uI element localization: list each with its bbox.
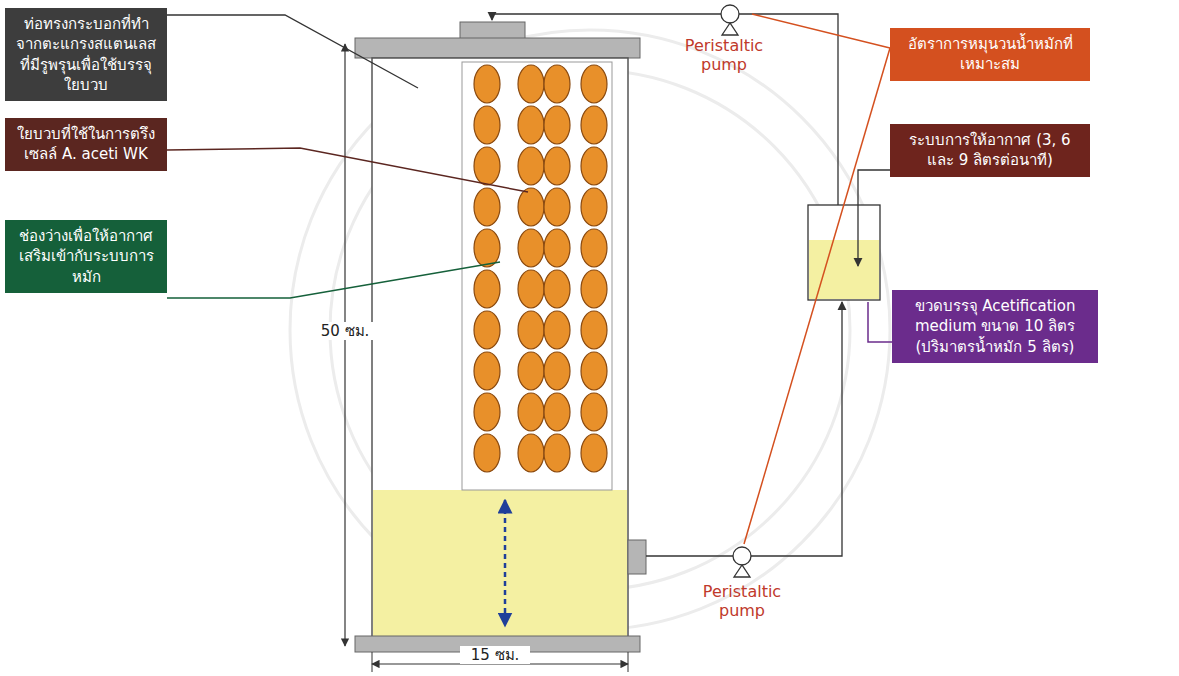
- loofah-sponge: [544, 65, 570, 103]
- dimension-label: 50 ซม.: [312, 322, 378, 340]
- loofah-sponge: [518, 393, 544, 431]
- callout-box: ขวดบรรจุ Acetification medium ขนาด 10 ลิ…: [892, 290, 1098, 363]
- callout-box: ท่อทรงกระบอกที่ทำจากตะแกรงสแตนเลสที่มีรู…: [5, 8, 167, 101]
- loofah-sponge: [474, 393, 500, 431]
- callout-box: อัตราการหมุนวนน้ำหมักที่เหมาะสม: [890, 28, 1090, 81]
- loofah-sponge: [544, 434, 570, 472]
- loofah-sponge: [544, 393, 570, 431]
- loofah-sponge: [518, 434, 544, 472]
- loofah-sponge: [518, 229, 544, 267]
- loofah-sponge: [544, 188, 570, 226]
- loofah-sponge: [474, 270, 500, 308]
- loofah-sponge: [474, 106, 500, 144]
- loofah-sponge: [544, 352, 570, 390]
- loofah-sponge: [518, 188, 544, 226]
- pump-label: Peristaltic pump: [694, 582, 790, 620]
- loofah-sponge: [581, 352, 607, 390]
- loofah-sponge: [544, 270, 570, 308]
- callout-text: ใยบวบที่ใช้ในการตรึงเซลล์ A. aceti WK: [13, 124, 159, 165]
- callout-text: อัตราการหมุนวนน้ำหมักที่เหมาะสม: [898, 34, 1082, 75]
- loofah-sponge: [518, 352, 544, 390]
- loofah-sponge: [581, 434, 607, 472]
- loofah-sponge: [474, 229, 500, 267]
- loofah-sponge: [544, 229, 570, 267]
- loofah-sponge: [581, 270, 607, 308]
- callout-text: ขวดบรรจุ Acetification medium ขนาด 10 ลิ…: [900, 296, 1090, 357]
- loofah-sponge: [581, 65, 607, 103]
- callout-text: ระบบการให้อากาศ (3, 6 และ 9 ลิตรต่อนาที): [898, 130, 1082, 171]
- loofah-sponge: [474, 147, 500, 185]
- loofah-sponge: [581, 106, 607, 144]
- loofah-sponge: [474, 434, 500, 472]
- loofah-sponge: [544, 311, 570, 349]
- loofah-sponge: [518, 311, 544, 349]
- loofah-sponge: [581, 188, 607, 226]
- loofah-sponge: [544, 147, 570, 185]
- loofah-sponge: [581, 147, 607, 185]
- loofah-sponge: [518, 147, 544, 185]
- pump-label: Peristaltic pump: [676, 36, 772, 74]
- loofah-sponge: [581, 229, 607, 267]
- callout-text: ช่องว่างเพื่อให้อากาศเสริมเข้ากับระบบการ…: [13, 226, 159, 287]
- loofah-sponge: [581, 311, 607, 349]
- loofah-sponge: [518, 270, 544, 308]
- loofah-sponge: [474, 65, 500, 103]
- loofah-sponge: [474, 352, 500, 390]
- loofah-sponge: [474, 311, 500, 349]
- loofah-sponge: [474, 188, 500, 226]
- loofah-sponge: [544, 106, 570, 144]
- callout-box: ช่องว่างเพื่อให้อากาศเสริมเข้ากับระบบการ…: [5, 220, 167, 293]
- callout-text: ท่อทรงกระบอกที่ทำจากตะแกรงสแตนเลสที่มีรู…: [13, 14, 159, 95]
- callout-box: ใยบวบที่ใช้ในการตรึงเซลล์ A. aceti WK: [5, 118, 167, 171]
- loofah-sponge: [581, 393, 607, 431]
- loofah-sponge: [518, 65, 544, 103]
- callout-box: ระบบการให้อากาศ (3, 6 และ 9 ลิตรต่อนาที): [890, 124, 1090, 177]
- dimension-label: 15 ซม.: [460, 646, 530, 664]
- loofah-sponge: [518, 106, 544, 144]
